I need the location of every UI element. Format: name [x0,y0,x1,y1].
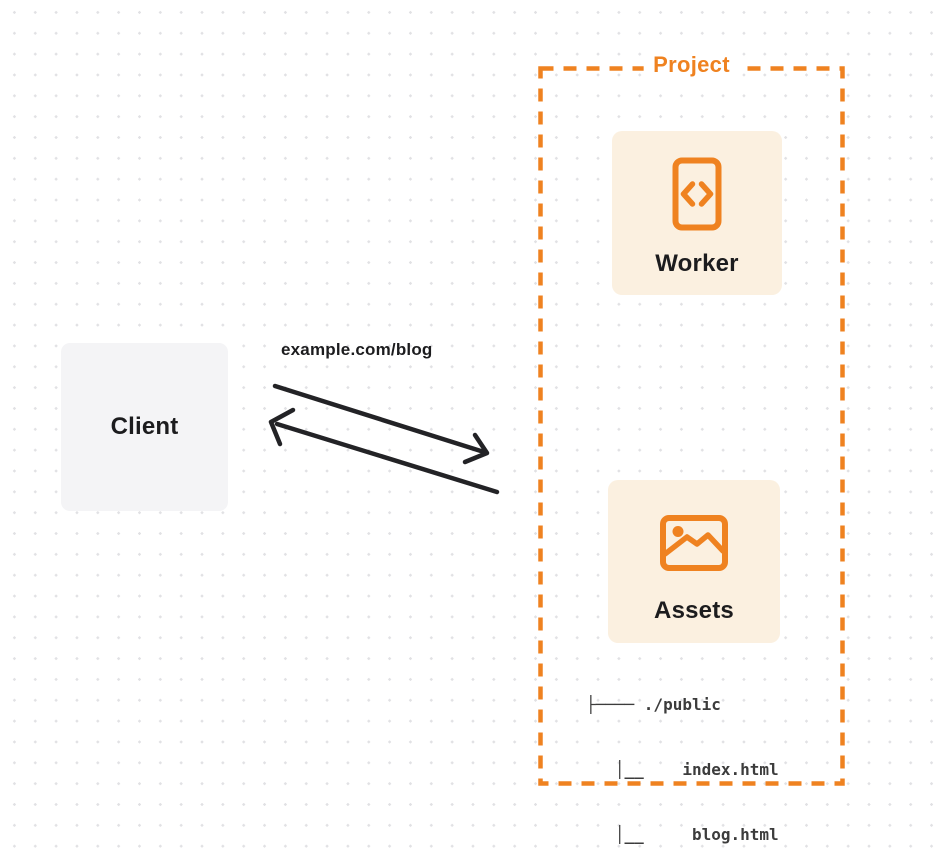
tree-line-index-html: │__ index.html [586,759,779,779]
worker-label: Worker [655,250,739,277]
worker-node: Worker [612,131,782,295]
request-url-label: example.com/blog [281,340,433,359]
tree-line-public: ├──── ./public [586,695,721,715]
tree-line-blog-html: │__ blog.html [586,824,779,844]
assets-node: Assets [608,480,780,643]
assets-file-tree: ├──── ./public │__ index.html │__ blog.h… [586,651,779,860]
response-arrow [268,407,500,495]
project-title: Project [643,52,740,78]
image-icon [660,515,728,571]
client-node: Client [61,343,228,511]
assets-label: Assets [654,597,734,624]
project-container: Project [538,52,845,786]
code-file-icon [672,157,722,231]
request-arrow [272,383,490,465]
client-label: Client [110,413,179,440]
